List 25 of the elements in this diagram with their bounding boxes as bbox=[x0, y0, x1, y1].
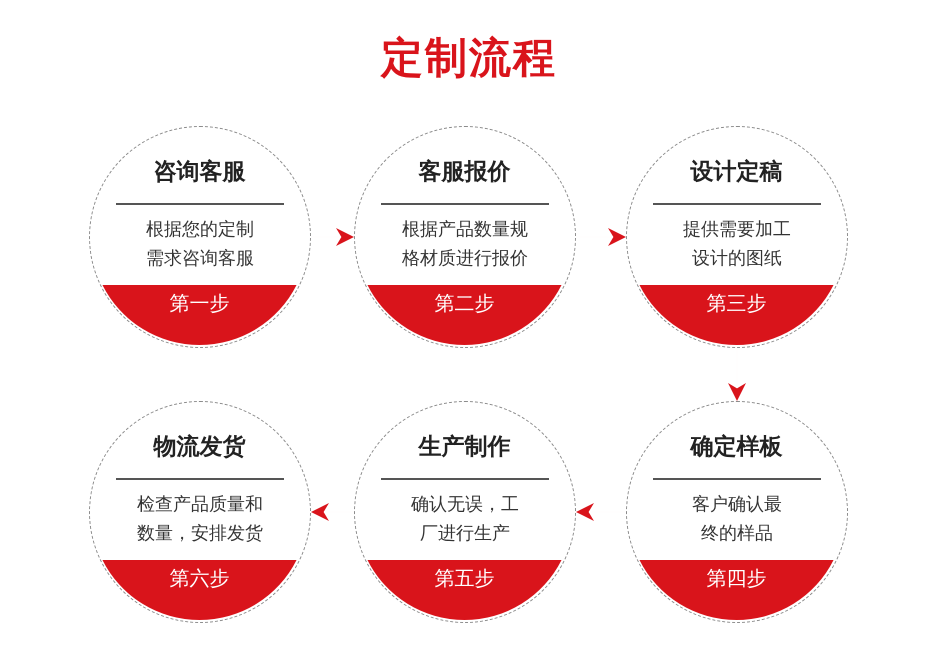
step-circle bbox=[354, 126, 576, 348]
step-label: 第五步 bbox=[434, 565, 496, 592]
step-description: 确认无误，工厂进行生产 bbox=[410, 493, 520, 546]
step-label: 第四步 bbox=[706, 565, 768, 592]
step-circle bbox=[626, 401, 848, 623]
step-heading: 确定样板 bbox=[688, 433, 784, 462]
step-description: 根据产品数量规格材质进行报价 bbox=[401, 218, 529, 271]
title: 定制流程 bbox=[379, 32, 558, 84]
step-description: 根据您的定制需求咨询客服 bbox=[145, 218, 255, 271]
step-label: 第一步 bbox=[168, 290, 230, 317]
step-label: 第六步 bbox=[168, 565, 230, 592]
step-heading: 生产制作 bbox=[417, 433, 512, 462]
step-circle bbox=[626, 126, 848, 348]
step-description: 客户确认最终的样品 bbox=[691, 493, 783, 546]
step-description: 提供需要加工设计的图纸 bbox=[682, 218, 792, 271]
step-circle bbox=[89, 126, 311, 348]
step-description: 检查产品质量和数量，安排发货 bbox=[136, 493, 264, 546]
step-heading: 咨询客服 bbox=[152, 158, 246, 187]
step-label: 第二步 bbox=[434, 290, 496, 317]
step-label: 第三步 bbox=[706, 290, 768, 317]
step-circle bbox=[89, 401, 311, 623]
step-heading: 物流发货 bbox=[152, 433, 246, 462]
step-heading: 设计定稿 bbox=[689, 158, 784, 187]
step-heading: 客服报价 bbox=[417, 158, 512, 187]
step-circle bbox=[354, 401, 576, 623]
